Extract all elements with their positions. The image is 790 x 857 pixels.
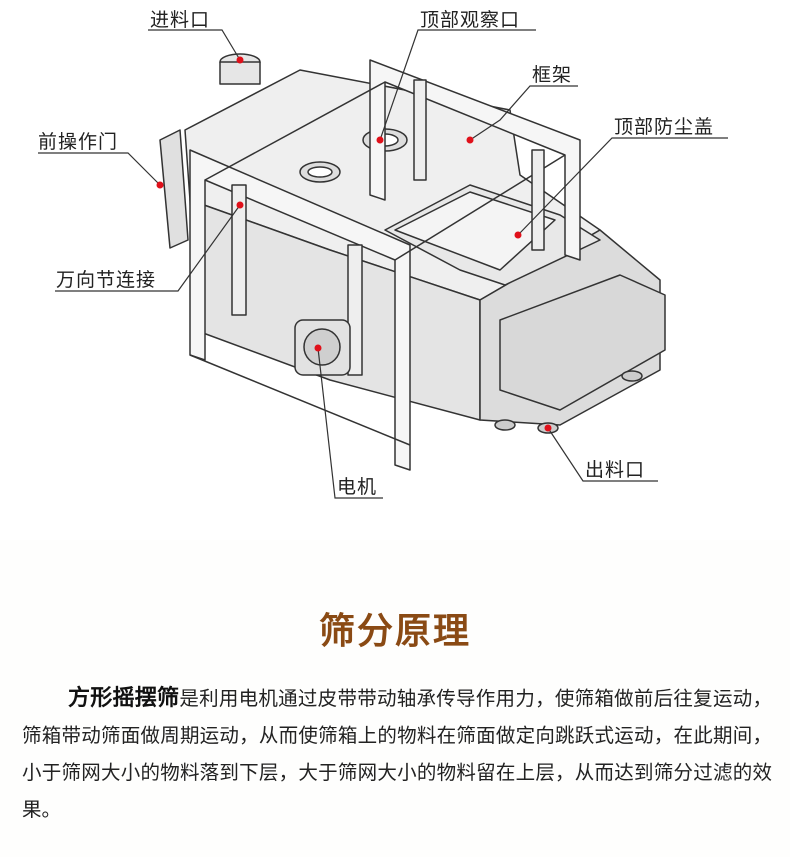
- label-universal-joint: 万向节连接: [56, 269, 157, 291]
- machine-drawing: [38, 29, 728, 499]
- label-top-inspection-port: 顶部观察口: [420, 9, 521, 31]
- machine-diagram: 进料口 顶部观察口 框架 顶部防尘盖 前操作门 万向节连接 电机 出料口: [38, 9, 728, 499]
- section-title: 筛分原理: [318, 611, 471, 652]
- principle-text: 是利用电机通过皮带带动轴承传导作用力，使筛箱做前后往复运动，筛箱带动筛面做周期运…: [22, 687, 772, 821]
- label-motor: 电机: [337, 476, 378, 498]
- label-discharge-outlet: 出料口: [585, 459, 646, 481]
- label-feed-inlet: 进料口: [150, 9, 211, 31]
- callout-markers: [156, 56, 552, 432]
- product-name: 方形摇摆筛: [68, 686, 180, 711]
- label-front-access-door: 前操作门: [38, 131, 119, 153]
- label-top-dust-cover: 顶部防尘盖: [614, 116, 715, 138]
- principle-paragraph: 方形摇摆筛是利用电机通过皮带带动轴承传导作用力，使筛箱做前后往复运动，筛箱带动筛…: [22, 680, 772, 828]
- principle-section: 筛分原理 方形摇摆筛是利用电机通过皮带带动轴承传导作用力，使筛箱做前后往复运动，…: [0, 540, 790, 857]
- label-frame: 框架: [532, 64, 573, 86]
